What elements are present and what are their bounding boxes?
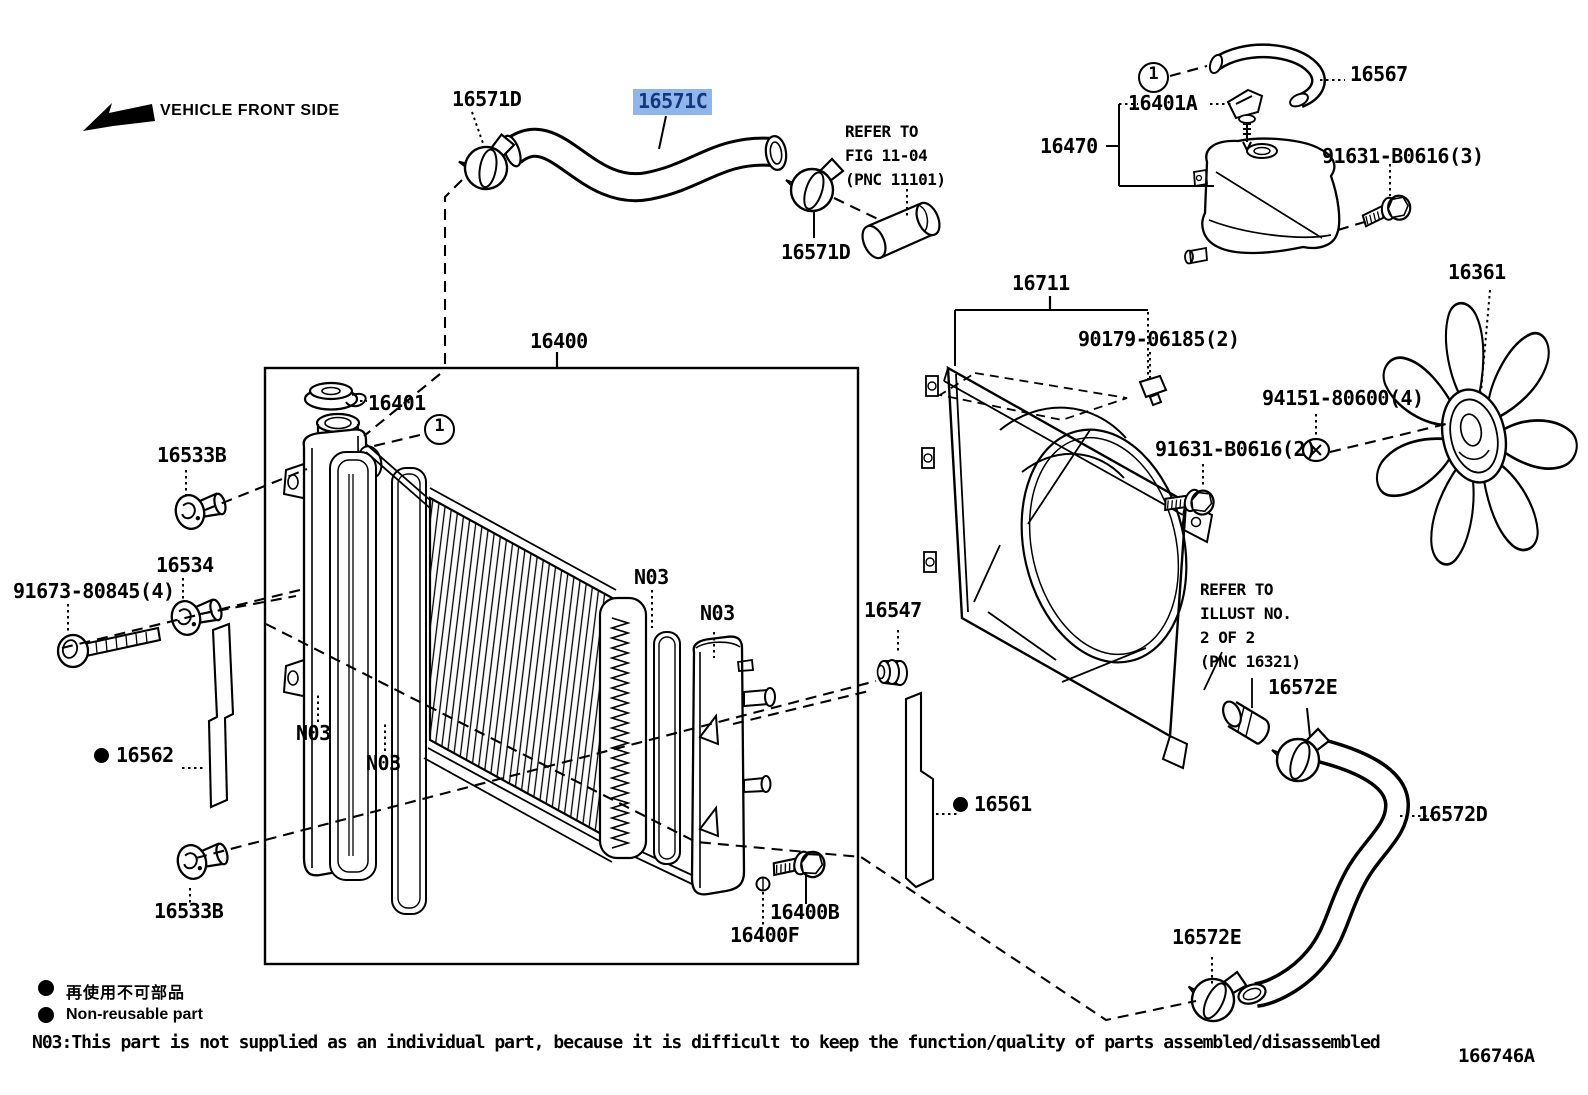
callout-16533b-top[interactable]: 16533B — [157, 443, 227, 467]
callout-16401[interactable]: 16401 — [368, 391, 426, 415]
water-inlet-pipe-art — [1222, 700, 1270, 745]
reservoir-tank-art — [954, 88, 1341, 366]
callout-16711[interactable]: 16711 — [1012, 271, 1070, 295]
callout-16571c-highlighted[interactable]: 16571C — [633, 89, 713, 115]
packing-16562-art — [207, 622, 235, 809]
bolt-16533b-top-art — [170, 485, 231, 534]
bolt-91673-art — [56, 626, 162, 669]
callout-16572e-top[interactable]: 16572E — [1268, 675, 1338, 699]
callout-91673[interactable]: 91673-80845(4) — [13, 579, 175, 603]
callout-16571d-top[interactable]: 16571D — [452, 87, 522, 111]
non-reusable-bullet-icon — [38, 980, 54, 996]
engine-pipe-art — [861, 201, 941, 260]
fan-shroud-art — [921, 365, 1214, 770]
bolt-91631-3-art — [1360, 193, 1413, 228]
leader-lines — [67, 79, 1491, 984]
radiator-assembly-box — [263, 366, 860, 966]
footnote-jp: 再使用不可部品 — [66, 983, 186, 1002]
drain-oring-art — [755, 876, 771, 892]
callout-16400b[interactable]: 16400B — [770, 900, 840, 924]
assembly-dashed-lines — [61, 64, 1447, 1022]
front-side-label: VEHICLE FRONT SIDE — [160, 102, 340, 119]
footnote-en: Non-reusable part — [66, 1006, 203, 1023]
packing-16561-art — [904, 691, 935, 889]
callout-16547[interactable]: 16547 — [864, 598, 922, 622]
callout-16400[interactable]: 16400 — [530, 329, 588, 353]
overflow-hose-art — [1208, 43, 1326, 108]
non-reusable-bullet-icon — [94, 748, 109, 763]
circled-number-1: 1 — [424, 414, 455, 445]
callout-16534[interactable]: 16534 — [156, 553, 214, 577]
footnote-n03: N03:This part is not supplied as an indi… — [32, 1032, 1381, 1053]
callout-n03-b: N03 — [366, 751, 401, 775]
clip-90179-art — [1138, 374, 1168, 407]
callout-94151[interactable]: 94151-80600(4) — [1262, 386, 1424, 410]
cap-subassy-art — [1226, 88, 1264, 120]
non-reusable-bullet-icon — [953, 797, 968, 812]
radiator-cap-art — [303, 381, 367, 411]
callout-16567[interactable]: 16567 — [1350, 62, 1408, 86]
lower-hose-art — [1237, 735, 1410, 1008]
callout-16400f[interactable]: 16400F — [730, 923, 800, 947]
callout-n03-c: N03 — [634, 565, 669, 589]
callout-16571d-mid[interactable]: 16571D — [781, 240, 851, 264]
callout-91631-b0616-2[interactable]: 91631-B0616(2) — [1155, 437, 1317, 461]
callout-16561[interactable]: 16561 — [974, 792, 1032, 816]
callout-91631-b0616-3[interactable]: 91631-B0616(3) — [1322, 144, 1484, 168]
bolt-16533b-bottom-art — [172, 835, 233, 884]
callout-16572d[interactable]: 16572D — [1418, 802, 1488, 826]
non-reusable-bullet-icon — [38, 1007, 54, 1023]
callout-90179[interactable]: 90179-06185(2) — [1078, 327, 1240, 351]
right-tank-art — [690, 635, 776, 896]
callout-16361[interactable]: 16361 — [1448, 260, 1506, 284]
grommet-16547-art — [876, 659, 908, 686]
callout-n03-a: N03 — [296, 721, 331, 745]
callout-16572e-bottom[interactable]: 16572E — [1172, 925, 1242, 949]
diagram-code: 166746A — [1458, 1045, 1535, 1067]
front-side-arrow-icon — [83, 103, 155, 131]
upper-hose-art — [502, 115, 788, 203]
nut-94151-art — [1301, 437, 1331, 463]
callout-16401a[interactable]: 16401A — [1128, 91, 1198, 115]
refer-fig-note: REFER TO FIG 11-04 (PNC 11101) — [845, 122, 946, 189]
callout-16533b-bottom[interactable]: 16533B — [154, 899, 224, 923]
fan-art — [1369, 298, 1580, 572]
refer-illust-note: REFER TO ILLUST NO. 2 OF 2 (PNC 16321) — [1200, 580, 1301, 671]
callout-16562[interactable]: 16562 — [116, 743, 174, 767]
callout-16470[interactable]: 16470 — [1040, 134, 1098, 158]
callout-n03-d: N03 — [700, 601, 735, 625]
circled-number-1: 1 — [1138, 62, 1169, 93]
clamp-16571d-mid-art — [784, 157, 845, 213]
